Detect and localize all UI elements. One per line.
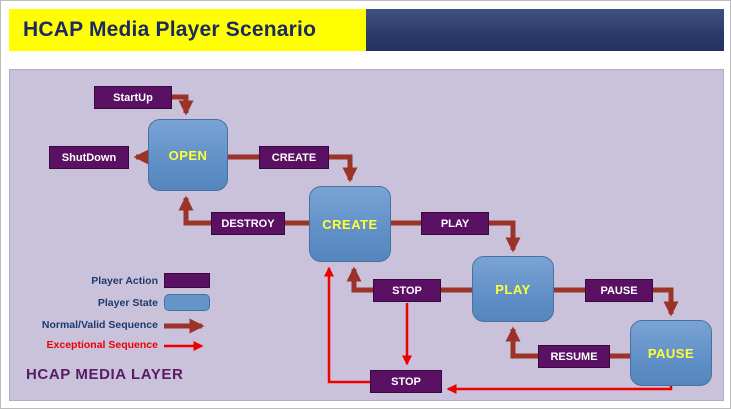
action-pause: PAUSE: [585, 279, 653, 302]
legend-player-action-swatch: [164, 273, 210, 288]
action-startup: StartUp: [94, 86, 172, 109]
action-shutdown: ShutDown: [49, 146, 129, 169]
slide-title-area: HCAP Media Player Scenario: [9, 9, 366, 51]
slide-header: HCAP Media Player Scenario: [9, 9, 724, 51]
action-stop: STOP: [373, 279, 441, 302]
header-bar: [366, 9, 724, 51]
legend-player-state-label: Player State: [97, 297, 158, 309]
legend-exceptional-sequence-label: Exceptional Sequence: [46, 339, 158, 351]
action-create: CREATE: [259, 146, 329, 169]
legend-player-action-label: Player Action: [91, 275, 158, 287]
state-pause: PAUSE: [630, 320, 712, 386]
page-title: HCAP Media Player Scenario: [23, 18, 317, 41]
state-open: OPEN: [148, 119, 228, 191]
action-stop-bottom: STOP: [370, 370, 442, 393]
layer-caption: HCAP MEDIA LAYER: [26, 366, 184, 383]
action-resume: RESUME: [538, 345, 610, 368]
action-destroy: DESTROY: [211, 212, 285, 235]
legend-player-state-swatch: [164, 294, 210, 311]
arrow-stop-bottom-to-create-state: [324, 266, 370, 384]
state-diagram: StartUp ShutDown CREATE DESTROY PLAY STO…: [9, 69, 724, 401]
state-create: CREATE: [309, 186, 391, 262]
state-play: PLAY: [472, 256, 554, 322]
arrow-pause-to-stop-bottom: [446, 384, 673, 394]
action-play: PLAY: [421, 212, 489, 235]
arrow-startup-to-open: [172, 94, 194, 116]
legend-normal-sequence-label: Normal/Valid Sequence: [41, 319, 158, 331]
